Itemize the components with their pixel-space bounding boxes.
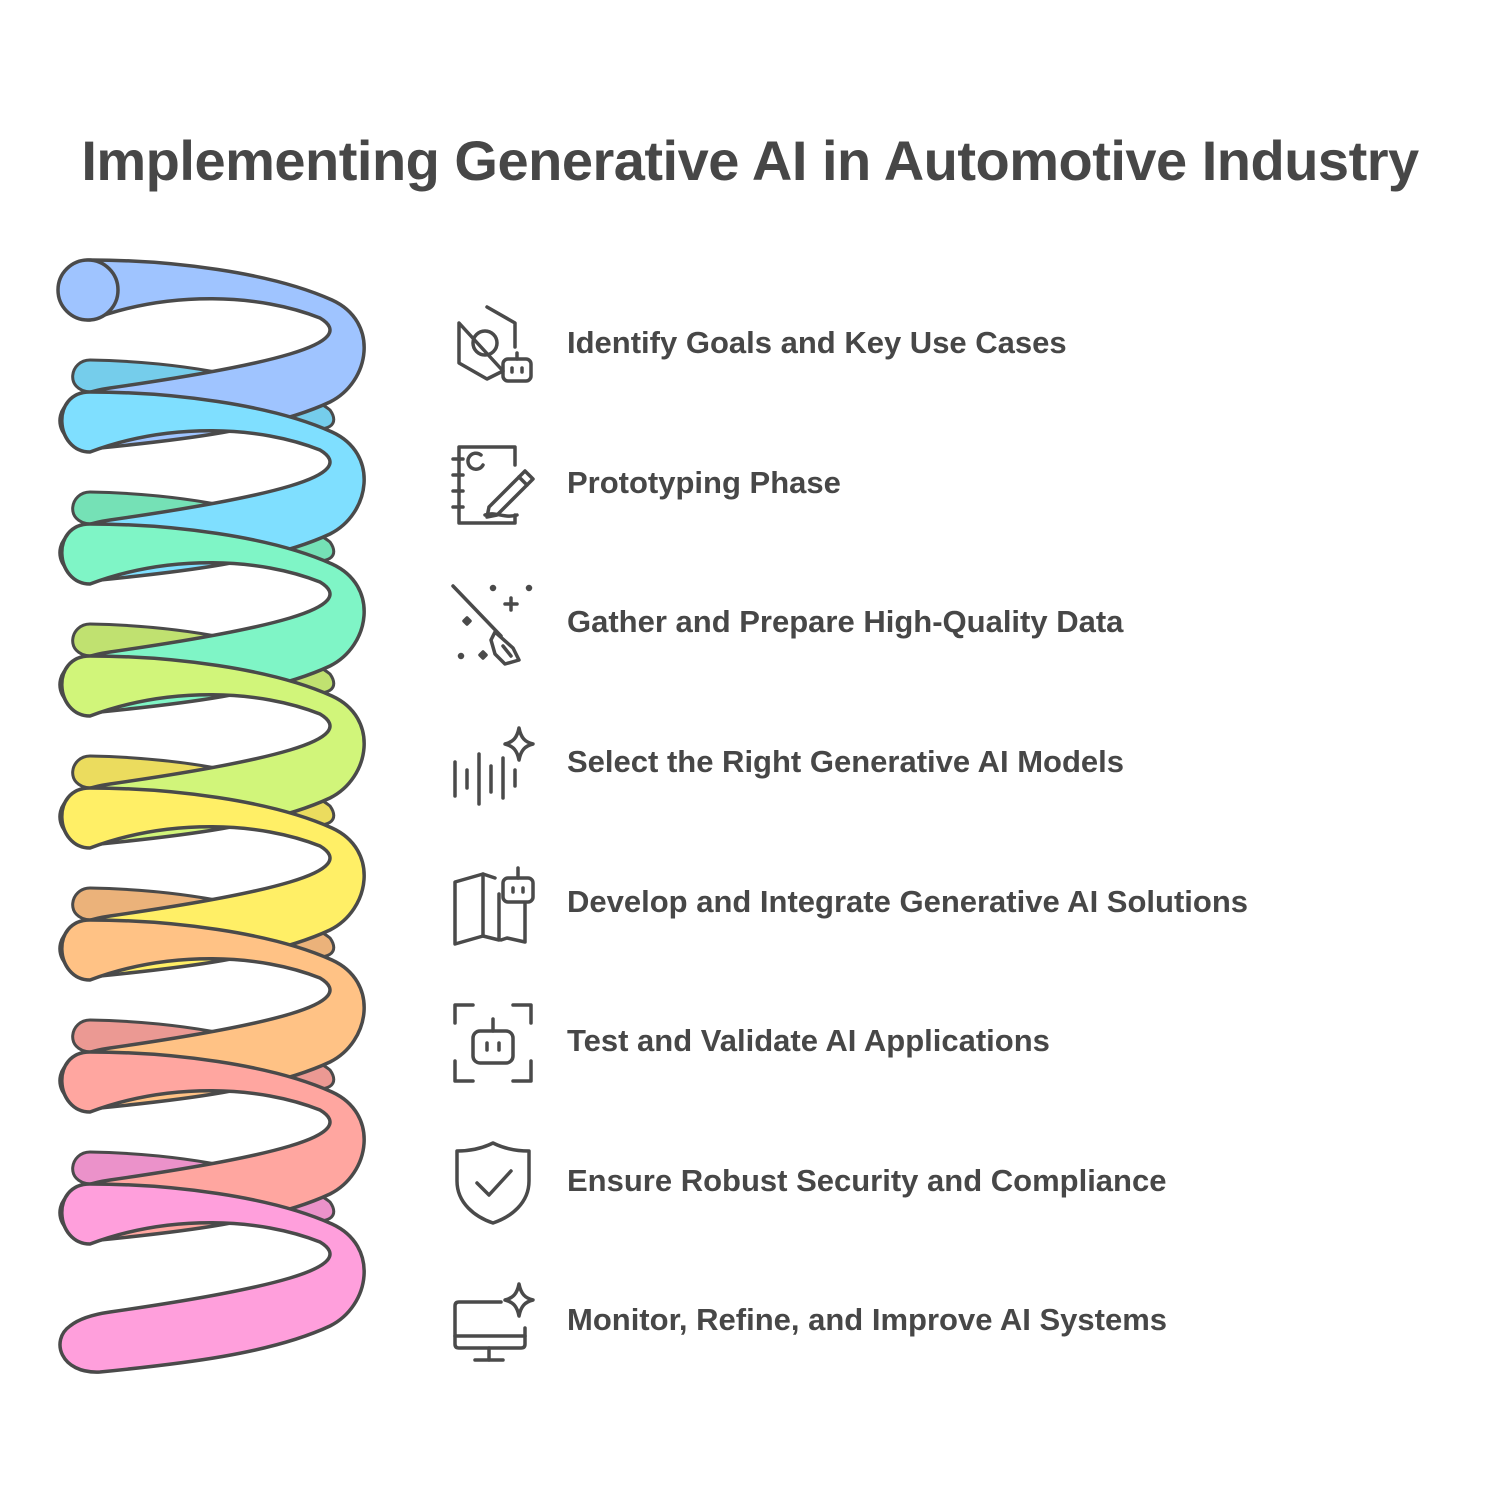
notebook-pen-icon <box>445 435 541 531</box>
step-8: Monitor, Refine, and Improve AI Systems <box>445 1270 1445 1370</box>
step-7: Ensure Robust Security and Compliance <box>445 1131 1445 1231</box>
gear-robot-icon <box>445 295 541 391</box>
shield-check-icon <box>445 1133 541 1229</box>
waveform-sparkle-icon <box>445 714 541 810</box>
step-3: Gather and Prepare High-Quality Data <box>445 572 1445 672</box>
robot-scan-icon <box>445 993 541 1089</box>
step-4: Select the Right Generative AI Models <box>445 712 1445 812</box>
step-2: Prototyping Phase <box>445 433 1445 533</box>
step-5: Develop and Integrate Generative AI Solu… <box>445 852 1445 952</box>
step-1: Identify Goals and Key Use Cases <box>445 293 1445 393</box>
broom-sparkle-icon <box>445 574 541 670</box>
step-6: Test and Validate AI Applications <box>445 991 1445 1091</box>
step-label: Identify Goals and Key Use Cases <box>567 325 1067 360</box>
step-label: Develop and Integrate Generative AI Solu… <box>567 884 1249 919</box>
monitor-sparkle-icon <box>445 1272 541 1368</box>
page-title: Implementing Generative AI in Automotive… <box>81 129 1419 192</box>
step-label: Gather and Prepare High-Quality Data <box>567 604 1124 639</box>
step-label: Prototyping Phase <box>567 465 841 500</box>
step-label: Test and Validate AI Applications <box>567 1023 1050 1058</box>
step-label: Monitor, Refine, and Improve AI Systems <box>567 1302 1168 1337</box>
step-label: Select the Right Generative AI Models <box>567 744 1124 779</box>
coil-band-8 <box>58 1182 366 1374</box>
step-label: Ensure Robust Security and Compliance <box>567 1163 1167 1198</box>
spiral-coil <box>56 258 366 1374</box>
coil-end-cap <box>56 258 120 322</box>
map-robot-icon <box>445 854 541 950</box>
